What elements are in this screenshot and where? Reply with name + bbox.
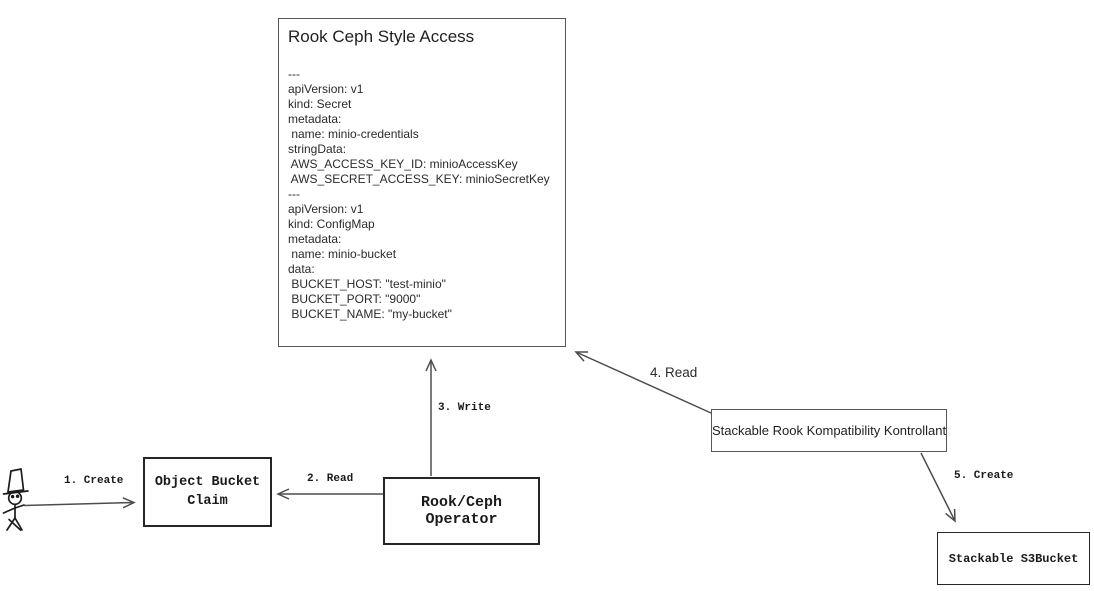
node-object-bucket-claim: Object Bucket Claim — [143, 457, 272, 527]
node-stackable-s3bucket: Stackable S3Bucket — [937, 532, 1090, 585]
node-stackable-kontrollant: Stackable Rook Kompatibility Kontrollant — [711, 409, 947, 452]
edge-label-step4-read: 4. Read — [650, 365, 698, 380]
arrow-step4-read — [574, 351, 712, 414]
access-box-title: Rook Ceph Style Access — [288, 27, 475, 46]
object-bucket-claim-label: Object Bucket Claim — [154, 475, 261, 509]
arrow-step1-create — [23, 497, 136, 509]
edge-label-step5-create: 5. Create — [954, 470, 1014, 482]
stackable-s3bucket-label: Stackable S3Bucket — [948, 551, 1079, 566]
node-rook-ceph-operator: Rook/Ceph Operator — [383, 477, 540, 545]
edge-label-step3-write: 3. Write — [438, 402, 491, 414]
rook-ceph-operator-label: Rook/Ceph Operator — [420, 494, 502, 528]
stackable-kontrollant-label: Stackable Rook Kompatibility Kontrollant — [711, 423, 947, 438]
arrow-step5-create — [920, 452, 956, 523]
edge-label-step1-create: 1. Create — [64, 475, 124, 487]
node-rook-ceph-style-access: Rook Ceph Style Access --- apiVersion: v… — [278, 18, 566, 347]
edge-label-step2-read: 2. Read — [307, 473, 354, 485]
access-box-yaml-text: --- apiVersion: v1 kind: Secret metadata… — [288, 67, 550, 321]
user-stick-figure-icon — [2, 467, 29, 531]
